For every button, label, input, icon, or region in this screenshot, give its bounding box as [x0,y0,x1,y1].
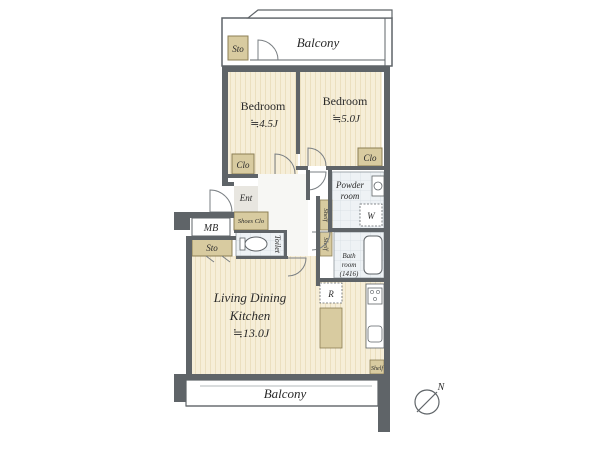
balcony-bottom-label: Balcony [264,386,307,401]
mb-box: MB [191,217,231,237]
shelf-lower-label: Shelf [371,365,384,372]
powder-room: Powder room W [331,171,385,231]
balcony-bottom: Balcony [185,379,379,407]
entrance-label: Ent [239,193,253,203]
bedroom-right-name: Bedroom [323,94,368,108]
powder-room-line2: room [341,191,360,201]
compass-label: N [437,382,446,393]
shoes-closet: Shoes Clo [233,211,269,231]
bedroom-left: Clo Bedroom ≒4.5J [228,72,298,175]
ldk-name-line2: Kitchen [229,308,270,323]
kitchen-counter [319,283,385,349]
mb-label: MB [203,223,218,234]
compass-icon: N [414,382,446,415]
shelf-lower: Shelf [369,359,385,375]
closet-left-label: Clo [236,160,250,170]
bath-room: Bath room (1416) [333,231,385,279]
powder-room-line1: Powder [335,180,364,190]
fridge-label: R [327,289,334,299]
toilet-label: Toilet [273,235,282,254]
balcony-top [221,9,393,67]
bedroom-right-size: ≒5.0J [332,113,361,125]
bedroom-right: Clo Bedroom ≒5.0J [300,72,383,167]
bedroom-left-size: ≒4.5J [250,118,279,130]
washer-label: W [367,211,376,221]
balcony-top-label: Balcony [297,35,340,50]
ldk-size: ≒13.0J [233,326,270,340]
doors [205,147,331,277]
shelf-upper-label: Shelf [322,209,329,223]
bath-room-line1: Bath [342,252,356,260]
closet-right-label: Clo [363,153,377,163]
bath-room-line2: room [342,261,357,269]
balcony-top-door [257,39,279,61]
entrance: Ent [209,186,258,213]
storage-mid-label: Sto [206,243,218,253]
ldk-name-line1: Living Dining [213,290,287,305]
storage-top-label: Sto [232,44,244,54]
shoes-closet-label: Shoes Clo [238,218,265,225]
walls [174,66,390,432]
bath-room-line3: (1416) [340,270,359,278]
toilet: Toilet [235,231,285,257]
bedroom-left-name: Bedroom [241,99,286,113]
fridge: R [319,282,343,304]
storage-top: Sto [227,35,249,61]
